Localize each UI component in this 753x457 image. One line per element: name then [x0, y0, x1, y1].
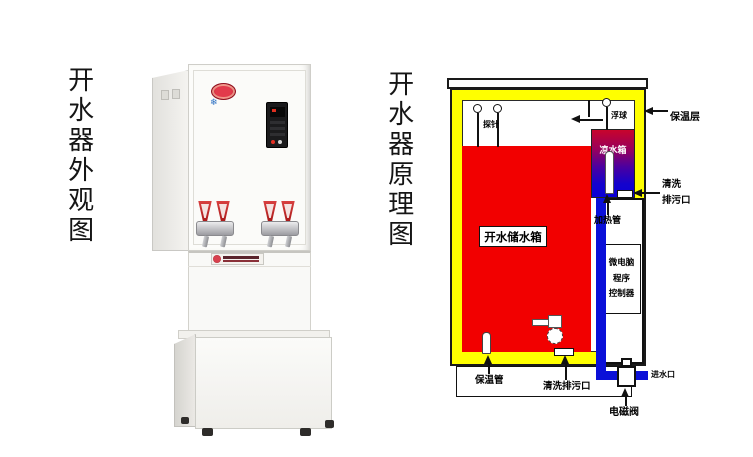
side-drain-arrow-icon: [633, 189, 642, 197]
heater-arrow-icon: [603, 194, 611, 203]
controller-label-line3: 控制器: [608, 289, 635, 300]
boiler-side-panel: [152, 70, 189, 251]
valve-arrow-line: [625, 396, 627, 406]
probe-label: 探针: [483, 120, 499, 129]
controller-label-line1: 微电脑: [608, 258, 635, 269]
boiler-foot: [202, 428, 213, 436]
flow-arrow-left-icon: [571, 115, 580, 123]
heater-arrow-line: [607, 202, 609, 215]
inlet-label: 进水口: [651, 370, 675, 379]
tap-handle-inlay: [284, 204, 292, 218]
solenoid-valve-label: 电磁阀: [609, 407, 639, 418]
valve-arrow-icon: [621, 388, 629, 397]
badge-text-line: [223, 256, 259, 259]
badge-logo-icon: [213, 255, 221, 263]
probe-stem: [497, 113, 499, 147]
tank-faucet-valve: [547, 328, 563, 344]
tube-arrow-icon: [484, 355, 492, 364]
brand-logo-icon: [211, 83, 236, 100]
tap-body: [261, 221, 299, 236]
water-level-probe-icon: [473, 104, 482, 113]
control-panel: [266, 102, 288, 148]
panel-seam: [188, 266, 311, 267]
drain-arrow-icon: [561, 355, 569, 364]
schematic-top-lid: [447, 78, 648, 89]
brand-badge: [211, 253, 264, 265]
bottom-drain-label: 清洗排污口: [543, 381, 591, 392]
tap-handle-inlay: [201, 204, 209, 218]
drain-arrow-line: [565, 363, 567, 380]
side-drain-line: [642, 192, 660, 194]
partition-line: [588, 100, 590, 117]
float-ball-icon: [602, 98, 611, 107]
tap-body: [196, 221, 234, 236]
boiler-foot: [181, 417, 189, 424]
panel-white-led: [278, 140, 282, 144]
panel-digit: [272, 109, 276, 112]
inlet-pipe-vertical: [596, 198, 606, 380]
panel-buttons: [270, 120, 285, 136]
boiler-foot: [300, 428, 311, 436]
cold-tank-drain-port: [617, 190, 633, 198]
tap-handle-inlay: [266, 204, 274, 218]
badge-text-lines: [223, 256, 259, 262]
cold-water-tank-label: 凉水箱: [599, 146, 627, 156]
snowflake-icon: ❄: [210, 98, 218, 108]
boiling-water-tank: [462, 146, 591, 352]
heater-label: 加热管: [594, 216, 622, 226]
float-label: 浮球: [611, 111, 627, 120]
tank-faucet-neck: [548, 315, 562, 328]
boiler-foot: [325, 420, 334, 428]
tube-arrow-line: [488, 363, 490, 374]
tap-handle-inlay: [219, 204, 227, 218]
side-sticker: [161, 90, 169, 100]
side-drain-label-line2: 排污口: [662, 195, 691, 206]
insulation-label: 保温层: [670, 112, 700, 123]
insulation-arrow-icon: [644, 107, 653, 115]
microcomputer-controller: 微电脑 程序 控制器: [602, 244, 641, 314]
water-level-probe-icon: [493, 104, 502, 113]
left-section-title: 开水器外观图: [63, 66, 94, 246]
panel-display: [270, 107, 285, 117]
controller-label-line2: 程序: [612, 273, 630, 284]
panel-red-led: [271, 140, 275, 144]
right-section-title: 开水器原理图: [383, 70, 414, 250]
solenoid-valve: [617, 366, 636, 387]
base-side-panel: [174, 334, 196, 427]
probe-stem: [477, 113, 479, 147]
float-stem: [606, 107, 608, 130]
boiling-tank-label: 开水储水箱: [479, 226, 547, 247]
insulation-tube: [482, 332, 491, 354]
heating-tube: [605, 151, 614, 194]
side-drain-label-line1: 清洗: [662, 179, 682, 190]
badge-text-line: [223, 260, 259, 262]
boiler-base-cabinet: [195, 337, 332, 429]
flow-arrow-line: [579, 119, 603, 121]
insulation-tube-label: 保温管: [475, 375, 504, 386]
side-sticker: [172, 89, 180, 99]
insulation-arrow-line: [653, 110, 668, 112]
